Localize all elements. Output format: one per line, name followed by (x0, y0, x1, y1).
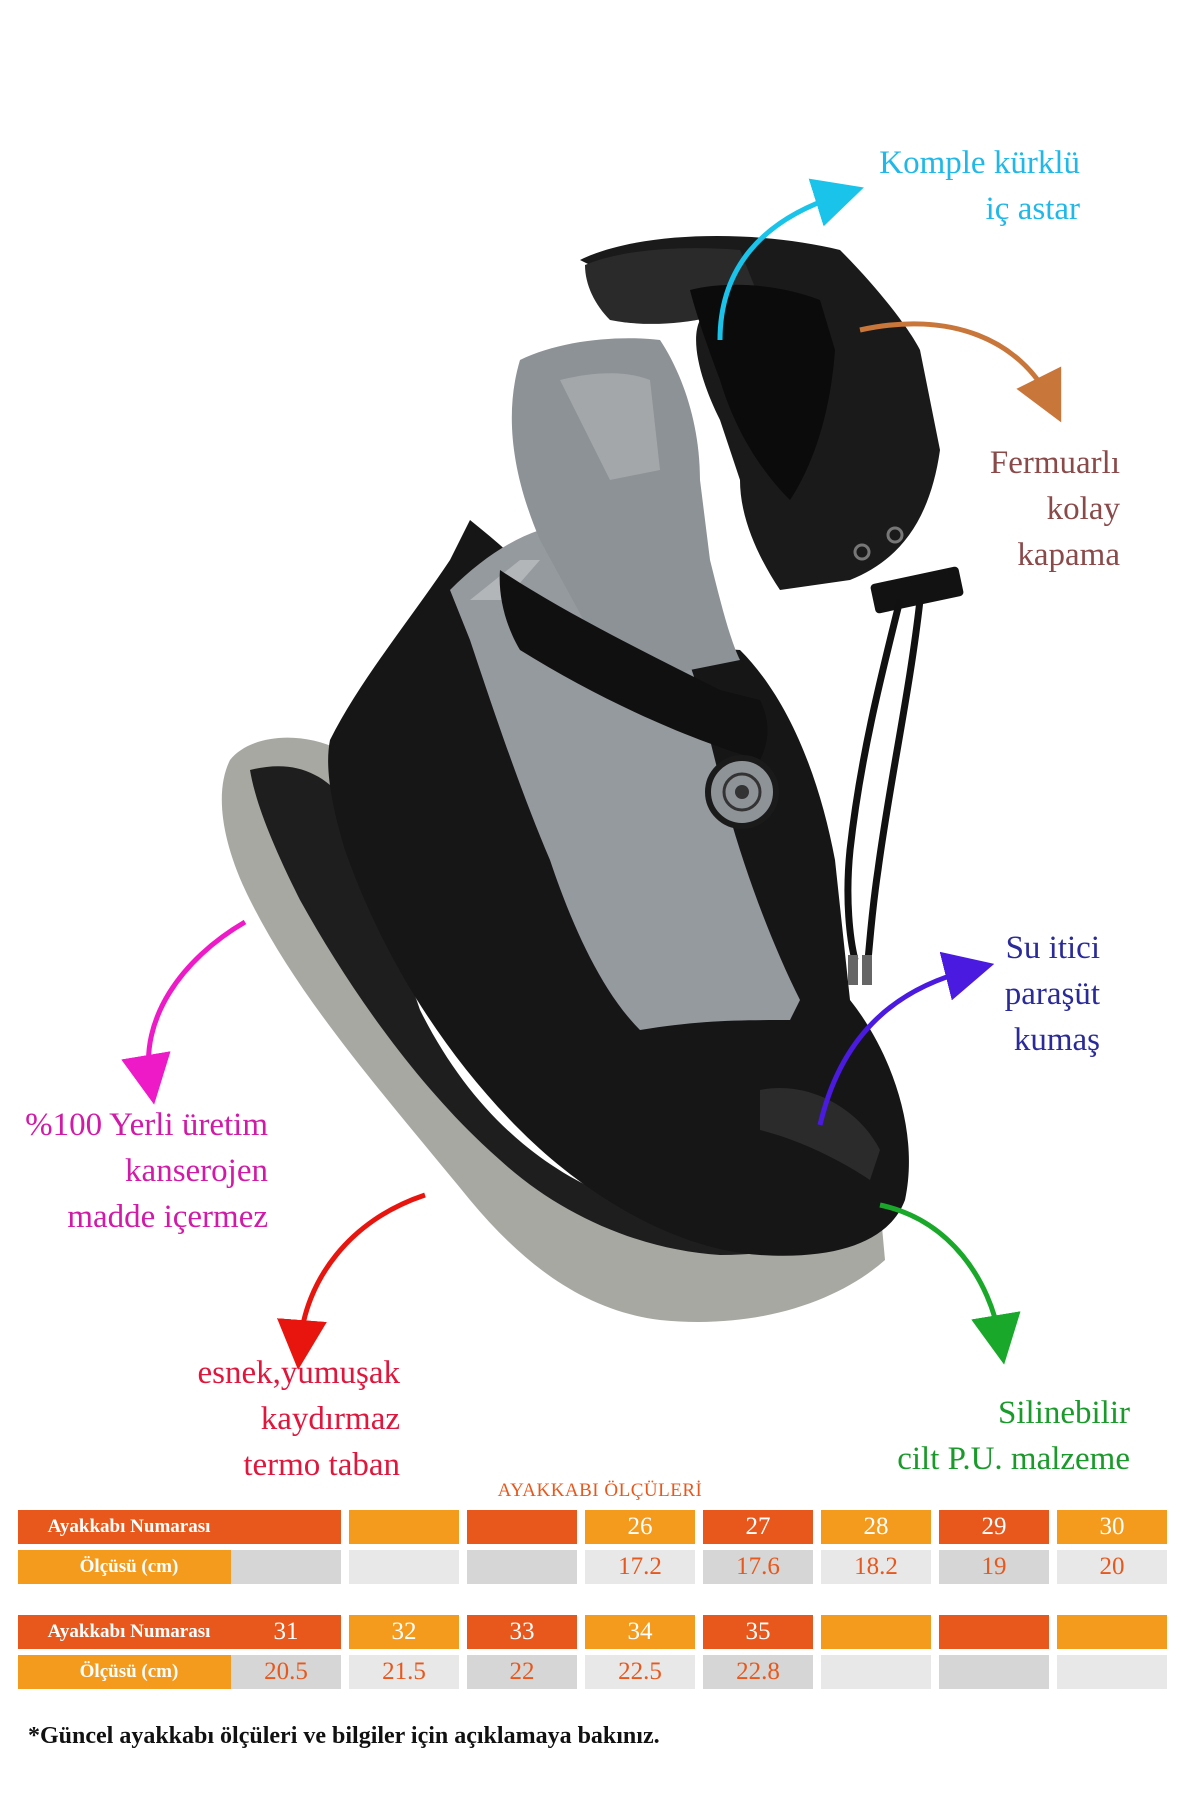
size-number-cell: 27 (703, 1510, 813, 1544)
arrow-red (277, 1192, 426, 1370)
row-label: Ayakkabı Numarası (18, 1615, 240, 1649)
callout-line: esnek,yumuşak (197, 1355, 400, 1391)
callout-domestic-production: %100 Yerli üretim kanserojen madde içerm… (10, 1102, 268, 1240)
callout-sole: esnek,yumuşak kaydırmaz termo taban (150, 1350, 400, 1488)
size-number-cell: 32 (349, 1615, 459, 1649)
size-measure-cell (821, 1655, 931, 1689)
size-measure-cell: 17.2 (585, 1550, 695, 1584)
size-measure-cell (349, 1550, 459, 1584)
size-number-cell: 26 (585, 1510, 695, 1544)
callout-water-repellent: Su itici paraşüt kumaş (920, 925, 1100, 1063)
size-number-cell (349, 1510, 459, 1544)
callout-line: iç astar (985, 191, 1080, 227)
size-measure-cell: 20.5 (231, 1655, 341, 1689)
size-measure-cell: 19 (939, 1550, 1049, 1584)
callout-line: Fermuarlı (989, 445, 1120, 481)
size-number-cell: 28 (821, 1510, 931, 1544)
size-number-cell: 35 (703, 1615, 813, 1649)
callout-line: Komple kürklü (879, 145, 1080, 181)
row-label: Ölçüsü (cm) (18, 1655, 240, 1689)
size-number-cell: 31 (231, 1615, 341, 1649)
size-measure-cell: 20 (1057, 1550, 1167, 1584)
boot-velcro-strap (499, 570, 768, 760)
callout-line: kumaş (1013, 1022, 1100, 1058)
size-measure-cell (231, 1550, 341, 1584)
size-measure-cell: 22.8 (703, 1655, 813, 1689)
callout-line: Silinebilir (998, 1395, 1130, 1431)
boot-product-image (221, 236, 964, 1322)
size-number-cell: 34 (585, 1615, 695, 1649)
callout-line: kolay (1046, 491, 1120, 527)
callout-line: kaydırmaz (260, 1401, 400, 1437)
size-measure-cell (939, 1655, 1049, 1689)
callout-wipeable: Silinebilir cilt P.U. malzeme (860, 1390, 1130, 1482)
arrow-green (879, 1202, 1021, 1365)
size-measure-cell: 18.2 (821, 1550, 931, 1584)
size-measure-cell: 22.5 (585, 1655, 695, 1689)
boot-laces (844, 599, 904, 961)
callout-line: madde içermez (67, 1199, 268, 1235)
size-measure-cell: 22 (467, 1655, 577, 1689)
size-number-cell (467, 1510, 577, 1544)
size-measure-cell: 21.5 (349, 1655, 459, 1689)
size-number-cell (231, 1510, 341, 1544)
boot-shaft (511, 338, 740, 680)
size-number-cell: 29 (939, 1510, 1049, 1544)
callout-line: cilt P.U. malzeme (897, 1441, 1130, 1477)
callout-fur-lining: Komple kürklü iç astar (870, 140, 1080, 232)
callout-line: kapama (1017, 537, 1120, 573)
callout-line: termo taban (243, 1447, 400, 1483)
size-number-cell (1057, 1615, 1167, 1649)
size-chart-title: AYAKKABI ÖLÇÜLERİ (497, 1480, 703, 1501)
callout-line: %100 Yerli üretim (25, 1107, 268, 1143)
size-number-cell: 30 (1057, 1510, 1167, 1544)
boot-lace-toggle (870, 566, 964, 614)
size-number-cell (939, 1615, 1049, 1649)
arrow-brown (859, 321, 1062, 423)
callout-line: Su itici (1005, 930, 1100, 966)
size-number-cell: 33 (467, 1615, 577, 1649)
size-measure-cell (1057, 1655, 1167, 1689)
size-measure-cell (467, 1550, 577, 1584)
callout-line: kanserojen (125, 1153, 268, 1189)
arrow-magenta (121, 919, 247, 1105)
callout-arrows (121, 178, 1062, 1370)
size-number-cell (821, 1615, 931, 1649)
size-measure-cell: 17.6 (703, 1550, 813, 1584)
boot-fur-lining (690, 284, 835, 500)
callout-line: paraşüt (1004, 976, 1100, 1012)
callout-zipper: Fermuarlı kolay kapama (920, 440, 1120, 578)
row-label: Ayakkabı Numarası (18, 1510, 240, 1544)
arrow-cyan (717, 178, 864, 341)
arrow-blue (817, 951, 995, 1126)
footnote: *Güncel ayakkabı ölçüleri ve bilgiler iç… (28, 1723, 660, 1749)
row-label: Ölçüsü (cm) (18, 1550, 240, 1584)
